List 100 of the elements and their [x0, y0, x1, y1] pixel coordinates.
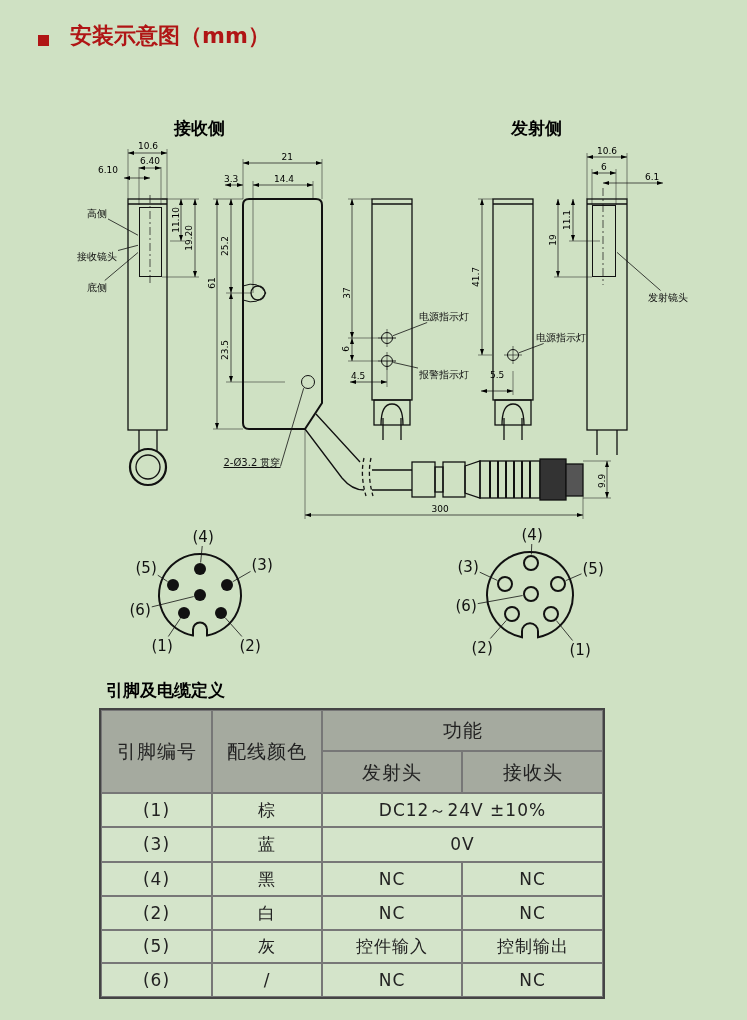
leader-line — [392, 362, 419, 369]
dimension-label: 19 — [548, 234, 559, 246]
pin-number: (5) — [582, 560, 604, 577]
socket-hole — [504, 606, 520, 622]
pin-number: (3) — [251, 556, 273, 573]
pin-number: (1) — [151, 637, 173, 654]
leader-line — [167, 618, 181, 637]
leader-line — [151, 596, 195, 608]
table-cell: (5) — [101, 930, 212, 963]
leader-line — [104, 252, 139, 281]
table-cell: 黑 — [212, 862, 322, 896]
table-cell: 控制输出 — [462, 930, 603, 963]
leader-line — [489, 619, 507, 639]
pin-number: (5) — [135, 559, 157, 576]
pin-number: (3) — [457, 558, 479, 575]
table-cell: NC — [462, 862, 603, 896]
lens-window — [592, 205, 616, 277]
socket-hole — [523, 555, 539, 571]
leader-line — [107, 218, 139, 236]
connector-pin — [215, 607, 227, 619]
dimension-label: 3.3 — [224, 175, 239, 185]
dimension-label: 6.40 — [140, 157, 161, 167]
pin-number: (4) — [192, 528, 214, 545]
leader-line — [392, 322, 428, 337]
header-cell: 功能 — [322, 710, 603, 751]
leader-line — [224, 617, 243, 637]
lens-window — [139, 207, 162, 277]
leader-line — [157, 574, 168, 582]
table-cell: 蓝 — [212, 827, 322, 862]
part-label: 接收镜头 — [77, 250, 117, 262]
dimension-label: 10.6 — [138, 142, 159, 152]
header-cell: 引脚编号 — [101, 710, 212, 793]
part-label: 电源指示灯 — [419, 310, 469, 322]
table-cell: (1) — [101, 793, 212, 827]
table-cell: 0V — [322, 827, 603, 862]
table-cell: 控件输入 — [322, 930, 462, 963]
dimension-label: 11.10 — [171, 207, 182, 233]
socket-hole — [497, 576, 513, 592]
leader-line — [232, 571, 251, 583]
leader-line — [280, 387, 305, 467]
leader-line — [565, 573, 582, 581]
leader-line — [479, 571, 498, 581]
dimension-label: 37 — [342, 287, 353, 299]
dimension-label: 14.4 — [274, 175, 295, 185]
connector-pin — [194, 589, 206, 601]
table-cell: / — [212, 963, 322, 997]
header-cell: 接收头 — [462, 751, 603, 793]
dimension-label: 300 — [431, 505, 449, 515]
dimension-label: 61 — [207, 277, 218, 289]
part-label: 报警指示灯 — [419, 368, 469, 380]
header-cell: 发射头 — [322, 751, 462, 793]
connector-pin — [178, 607, 190, 619]
leader-line — [530, 543, 533, 555]
connector-pin — [221, 579, 233, 591]
part-label: 高侧 — [87, 207, 107, 219]
leader-line — [616, 252, 661, 291]
dimension-label: 9.9 — [598, 473, 609, 489]
dimension-label: 6 — [601, 163, 607, 173]
part-label: 发射镜头 — [648, 291, 688, 303]
header-cell: 配线颜色 — [212, 710, 322, 793]
pin-number: (2) — [239, 637, 261, 654]
table-cell: NC — [462, 896, 603, 930]
part-label: 2-Ø3.2 贯穿 — [223, 456, 281, 468]
leader-line — [477, 595, 524, 605]
dimension-label: 6 — [341, 346, 352, 352]
table-cell: 灰 — [212, 930, 322, 963]
leader-line — [200, 545, 203, 563]
pin-number: (2) — [471, 639, 493, 656]
section-heading: 引脚及电缆定义 — [105, 680, 225, 700]
table-cell: 棕 — [212, 793, 322, 827]
table-cell: NC — [462, 963, 603, 997]
table-cell: NC — [322, 963, 462, 997]
socket-hole — [523, 586, 539, 602]
dimension-label: 6.10 — [98, 166, 119, 176]
dimension-label: 21 — [281, 153, 293, 163]
table-cell: 白 — [212, 896, 322, 930]
dimension-label: 25.2 — [221, 235, 231, 256]
table-cell: (6) — [101, 963, 212, 997]
table-cell: DC12～24V ±10% — [322, 793, 603, 827]
table-cell: (2) — [101, 896, 212, 930]
title: 安装示意图（mm） — [70, 24, 270, 49]
dimension-label: 19.20 — [184, 225, 195, 251]
dimension-label: 11.1 — [563, 209, 573, 230]
table-cell: (4) — [101, 862, 212, 896]
socket-hole — [550, 576, 566, 592]
pin-number: (6) — [455, 597, 477, 614]
table-cell: NC — [322, 862, 462, 896]
dimension-label: 10.6 — [597, 147, 618, 157]
leader-line — [555, 620, 573, 641]
part-label: 底侧 — [87, 281, 107, 293]
pin-number: (1) — [569, 641, 591, 658]
dimension-label: 41.7 — [472, 266, 482, 287]
leader-line — [117, 244, 139, 251]
dimension-label: 4.5 — [351, 372, 366, 382]
connector-pin — [194, 563, 206, 575]
dimension-label: 23.5 — [221, 339, 231, 360]
table-cell: (3) — [101, 827, 212, 862]
dimension-label: 6.1 — [645, 173, 660, 183]
leader-line — [518, 343, 545, 354]
pin-number: (6) — [129, 601, 151, 618]
